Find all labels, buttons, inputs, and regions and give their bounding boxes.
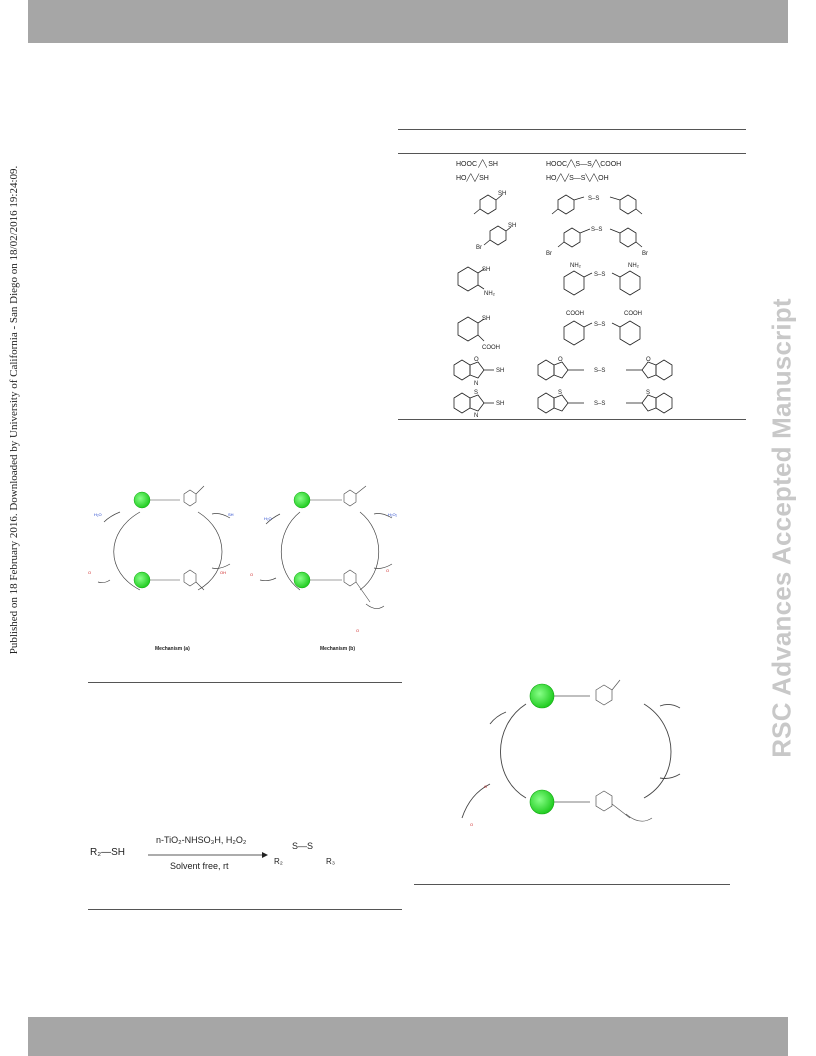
row5-ds-ring2 (619, 270, 641, 296)
scheme-product-r2: R₃ (326, 857, 336, 866)
row4-sh: SH (508, 223, 516, 229)
thiol-disulfide-table: HOOC ╱╲ SH HOOC╱╲S—S╱╲COOH HO╱╲╱SH HO╱╲╱… (453, 159, 673, 417)
svg-text:H₂O₂: H₂O₂ (388, 512, 398, 517)
row5-ss: S–S (594, 272, 605, 278)
row6-ss: S–S (594, 322, 605, 328)
cycle-a-right-arc (197, 511, 223, 591)
row4-thiol-ring (489, 225, 507, 246)
table-top-rule (398, 129, 746, 130)
row4-ss: S–S (591, 227, 602, 233)
row6-ds-ring2 (619, 320, 641, 346)
row4-br: Br (476, 245, 482, 251)
row3-ds-ring1 (557, 194, 575, 215)
row4-ds-ring1 (563, 227, 581, 248)
row3-ss: S–S (588, 196, 599, 202)
row5-thiol-ring (457, 266, 479, 292)
row3-sh: SH (498, 191, 506, 197)
row7-n: N (474, 381, 478, 387)
cycle-left-arc (500, 703, 527, 799)
row8-thiol-ring (453, 392, 471, 414)
scheme-arrow (148, 852, 268, 858)
svg-text:O: O (386, 568, 389, 573)
row6-thiol-ring (457, 316, 479, 342)
row4-br3: Br (642, 251, 648, 257)
row8-s3: S (646, 390, 650, 396)
cycle-particle-bottom (529, 789, 555, 815)
row2-thiol: HO╱╲╱SH (456, 173, 489, 182)
row2-disulfide: HO╱╲╱S—S╲╱╲OH (546, 173, 609, 182)
row8-s: S (474, 390, 478, 396)
scheme-product-r1: R₂ (274, 857, 283, 866)
scheme-conditions: Solvent free, rt (170, 861, 229, 871)
svg-text:H₂O: H₂O (264, 516, 272, 521)
scheme-rule (88, 909, 402, 910)
svg-text:OH: OH (220, 570, 226, 575)
cycle-particle-top (529, 683, 555, 709)
svg-text:O: O (250, 572, 253, 577)
row6-cooh: COOH (482, 345, 500, 351)
row5-ds-ring1 (563, 270, 585, 296)
header-bar (28, 0, 788, 43)
download-notice: Published on 18 February 2016. Downloade… (8, 165, 20, 655)
row7-ss: S–S (594, 368, 605, 374)
row6-cooh-a: COOH (566, 311, 584, 317)
row7-o3: O (646, 357, 651, 363)
particle-a-bottom (133, 571, 151, 589)
svg-text:O: O (470, 822, 473, 827)
row8-ds-ring2 (655, 392, 673, 414)
figure-rule-left (88, 682, 402, 683)
row1-thiol: HOOC ╱╲ SH (456, 159, 498, 168)
scheme-reactant: R₂—SH (90, 847, 125, 858)
table-bottom-rule (398, 419, 746, 420)
reaction-scheme: R₂—SH n-TiO₂-NHSO₃H, H₂O₂ Solvent free, … (88, 835, 408, 885)
row7-ds-ring2 (655, 359, 673, 381)
particle-a-top (133, 491, 151, 509)
svg-text:H₂O: H₂O (94, 512, 102, 517)
mechanism-b-label: Mechanism (b) (320, 646, 355, 652)
row8-sh: SH (496, 401, 504, 407)
figure-rule-right (414, 884, 730, 885)
row4-ds-ring2 (619, 227, 637, 248)
row8-s2: S (558, 390, 562, 396)
footer-bar (28, 1017, 788, 1056)
row3-thiol-ring (479, 194, 497, 215)
svg-text:O: O (88, 570, 91, 575)
scheme-product-ss: S—S (292, 841, 314, 851)
row7-o: O (474, 357, 479, 363)
mechanism-figure: H₂O SH O OH H₂O H₂O₂ O O O Mechanism (a)… (88, 485, 398, 652)
row8-ss: S–S (594, 401, 605, 407)
catalytic-cycle-figure: O O (461, 679, 681, 827)
svg-text:SH: SH (228, 512, 234, 517)
row7-sh: SH (496, 368, 504, 374)
row4-br2: Br (546, 251, 552, 257)
row6-cooh-b: COOH (624, 311, 642, 317)
particle-b-top (293, 491, 311, 509)
row7-ds-ring1 (537, 359, 555, 381)
row6-ds-ring1 (563, 320, 585, 346)
cycle-b-left-arc (281, 511, 301, 591)
row5-nh2-b: NH₂ (628, 263, 640, 269)
row6-sh: SH (482, 316, 490, 322)
table-header-rule (398, 153, 746, 154)
cycle-b-right-arc (359, 511, 379, 591)
row8-ds-ring1 (537, 392, 555, 414)
row5-nh2-a: NH₂ (570, 263, 582, 269)
cycle-a-left-arc (113, 511, 141, 591)
row7-o2: O (558, 357, 563, 363)
scheme-reagents: n-TiO₂-NHSO₃H, H₂O₂ (156, 835, 247, 845)
row3-ds-ring2 (619, 194, 637, 215)
mechanism-a-label: Mechanism (a) (155, 646, 190, 652)
row5-nh2: NH₂ (484, 291, 496, 297)
row8-n: N (474, 413, 478, 417)
row1-disulfide: HOOC╱╲S—S╱╲COOH (546, 159, 621, 168)
svg-text:O: O (484, 784, 487, 789)
accepted-manuscript-watermark: RSC Advances Accepted Manuscript (766, 298, 797, 758)
particle-b-bottom (293, 571, 311, 589)
cycle-right-arc (643, 703, 672, 799)
row5-sh: SH (482, 267, 490, 273)
svg-text:O: O (356, 628, 359, 633)
row7-thiol-ring (453, 359, 471, 381)
